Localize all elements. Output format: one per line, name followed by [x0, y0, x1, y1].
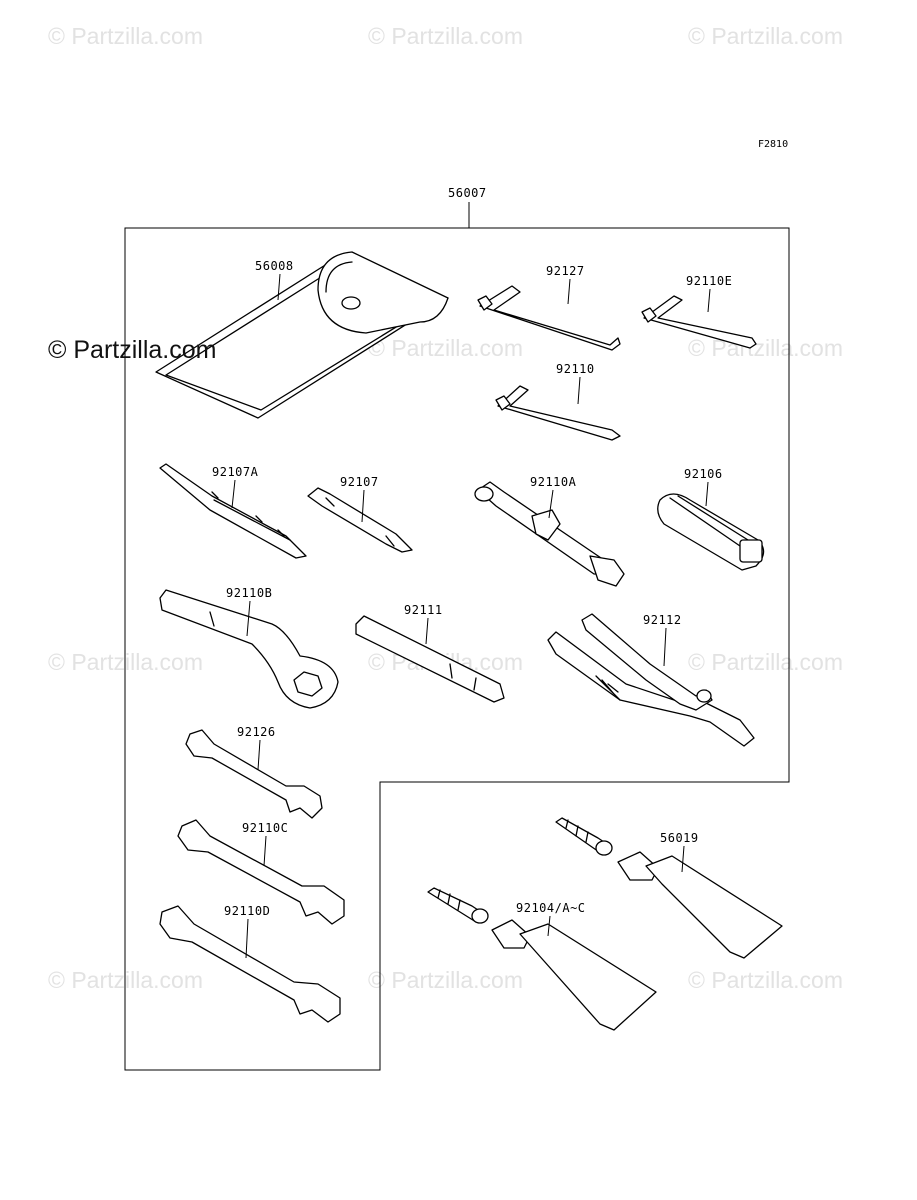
hex-wrench-92127[interactable]: 92127 — [477, 264, 621, 351]
label-92110: 92110 — [556, 362, 595, 376]
label-56019: 56019 — [660, 831, 699, 845]
diagram-code: F2810 — [758, 139, 788, 150]
grip-92106[interactable]: 92106 — [657, 467, 765, 571]
label-92110C: 92110C — [242, 821, 288, 835]
watermark: © Partzilla.com — [688, 649, 843, 675]
watermark: © Partzilla.com — [368, 23, 523, 49]
label-92104: 92104/A~C — [516, 901, 586, 915]
wrench-92126[interactable]: 92126 — [185, 725, 323, 819]
extension-bar-92111[interactable]: 92111 — [355, 603, 505, 703]
watermark: © Partzilla.com — [368, 967, 523, 993]
watermark: © Partzilla.com — [688, 335, 843, 361]
box-wrench-92110B[interactable]: 92110B — [159, 586, 339, 709]
watermark: © Partzilla.com — [688, 967, 843, 993]
wrench-92110C[interactable]: 92110C — [177, 819, 345, 925]
watermark: © Partzilla.com — [368, 335, 523, 361]
wrench-92110D[interactable]: 92110D — [159, 904, 341, 1023]
label-92112: 92112 — [643, 613, 682, 627]
label-92111: 92111 — [404, 603, 443, 617]
hex-wrench-92110E[interactable]: 92110E — [641, 274, 757, 349]
label-92110B: 92110B — [226, 586, 272, 600]
label-92127: 92127 — [546, 264, 585, 278]
tube-92104[interactable]: 92104/A~C — [427, 887, 657, 1031]
label-92110E: 92110E — [686, 274, 732, 288]
label-92107: 92107 — [340, 475, 379, 489]
label-92126: 92126 — [237, 725, 276, 739]
watermark-layer: © Partzilla.com © Partzilla.com © Partzi… — [48, 23, 843, 993]
label-56007: 56007 — [448, 186, 487, 200]
watermark: © Partzilla.com — [688, 23, 843, 49]
pliers-92112[interactable]: 92112 — [547, 613, 755, 747]
pouch[interactable]: 56008 — [155, 251, 449, 419]
assembly-frame — [124, 227, 790, 1071]
screwdriver-92107A[interactable]: 92107A — [159, 463, 307, 559]
label-92107A: 92107A — [212, 465, 259, 479]
watermark: © Partzilla.com — [48, 23, 203, 49]
tube-56019[interactable]: 56019 — [555, 817, 783, 959]
screwdriver-bit-92107[interactable]: 92107 — [307, 475, 413, 553]
watermark-strong: © Partzilla.com — [48, 336, 216, 364]
label-92106: 92106 — [684, 467, 723, 481]
label-92110A: 92110A — [530, 475, 577, 489]
hex-wrench-92110[interactable]: 92110 — [495, 362, 621, 441]
socket-handle-92110A[interactable]: 92110A — [474, 475, 625, 587]
label-56008: 56008 — [255, 259, 294, 273]
label-92110D: 92110D — [224, 904, 270, 918]
